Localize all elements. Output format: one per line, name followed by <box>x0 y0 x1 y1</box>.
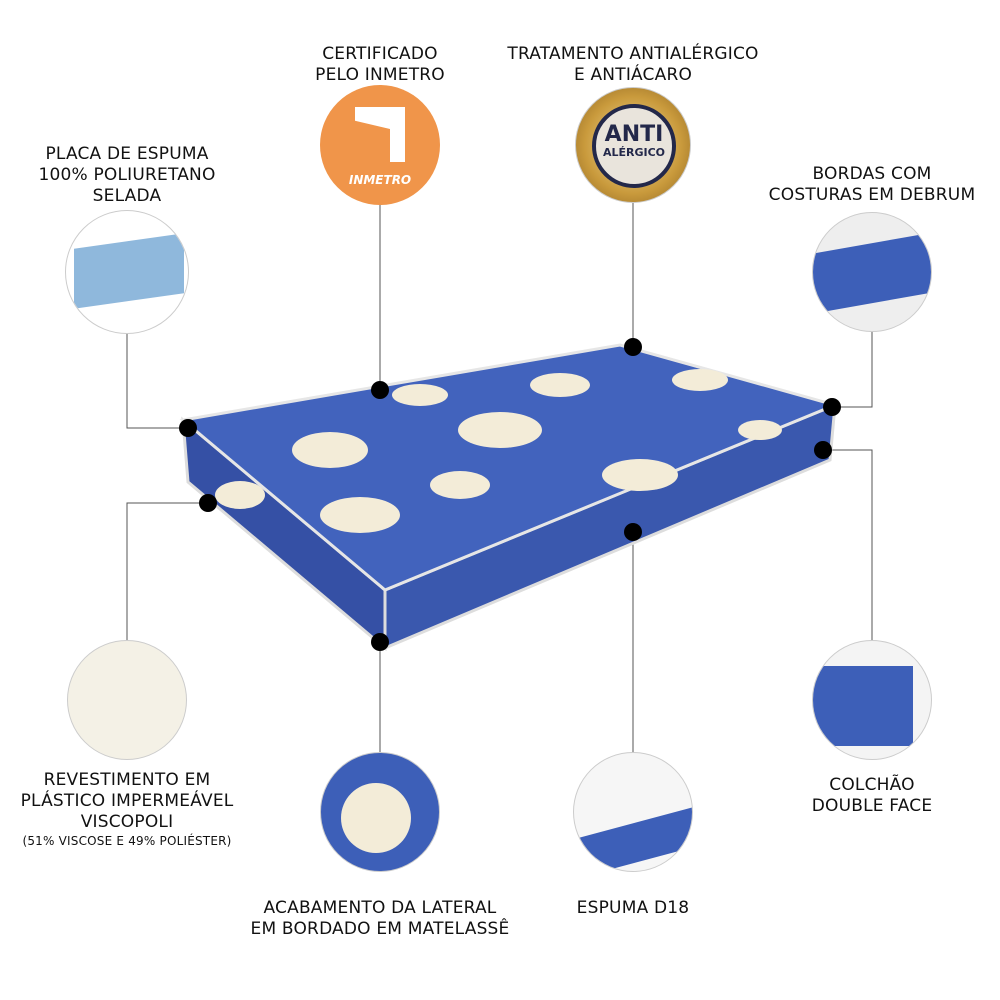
antialergico-badge: ANTI ALÉRGICO <box>575 87 691 203</box>
label-acabamento: ACABAMENTO DA LATERAL EM BORDADO EM MATE… <box>251 898 510 940</box>
label-line: ACABAMENTO DA LATERAL <box>263 898 497 918</box>
bordas-image <box>812 212 932 332</box>
label-line: SELADA <box>92 186 162 206</box>
espuma-d18-image <box>573 752 693 872</box>
label-double-face: COLCHÃO DOUBLE FACE <box>812 775 933 817</box>
label-line: E ANTIÁCARO <box>573 65 693 85</box>
revestimento-image <box>67 640 187 760</box>
label-antialergico: TRATAMENTO ANTIALÉRGICO E ANTIÁCARO <box>507 44 758 86</box>
label-line: PLÁSTICO IMPERMEÁVEL <box>20 791 234 811</box>
label-line: COLCHÃO <box>829 775 915 795</box>
badge-alergico: ALÉRGICO <box>602 146 666 159</box>
double-face-image <box>812 640 932 760</box>
label-line: PLACA DE ESPUMA <box>45 144 209 164</box>
label-line: TRATAMENTO ANTIALÉRGICO <box>507 44 759 64</box>
label-inmetro: CERTIFICADO PELO INMETRO <box>315 44 445 86</box>
label-line: REVESTIMENTO EM <box>43 770 211 790</box>
label-line: BORDAS COM <box>812 164 932 184</box>
label-line: ESPUMA D18 <box>576 898 690 918</box>
label-revestimento: REVESTIMENTO EM PLÁSTICO IMPERMEÁVEL VIS… <box>21 770 234 849</box>
foam-image <box>65 210 189 334</box>
inmetro-badge-text: INMETRO <box>348 173 412 187</box>
label-line: DOUBLE FACE <box>811 796 933 816</box>
label-espuma-placa: PLACA DE ESPUMA 100% POLIURETANO SELADA <box>38 144 215 207</box>
callout-dots <box>179 338 841 651</box>
label-bordas: BORDAS COM COSTURAS EM DEBRUM <box>769 164 976 206</box>
inmetro-logo-icon <box>355 107 405 162</box>
label-espuma-d18: ESPUMA D18 <box>577 898 690 919</box>
inmetro-badge: INMETRO <box>320 85 440 205</box>
label-line: COSTURAS EM DEBRUM <box>768 185 976 205</box>
label-line: EM BORDADO EM MATELASSÊ <box>250 919 510 939</box>
mattress-image <box>179 343 840 652</box>
label-line: 100% POLIURETANO <box>38 165 216 185</box>
label-note: (51% VISCOSE E 49% POLIÉSTER) <box>22 834 232 848</box>
label-line: VISCOPOLI <box>80 812 174 832</box>
badge-anti: ANTI <box>604 122 664 147</box>
label-line: CERTIFICADO <box>322 44 438 64</box>
label-line: PELO INMETRO <box>315 65 445 85</box>
acabamento-image <box>320 752 440 872</box>
